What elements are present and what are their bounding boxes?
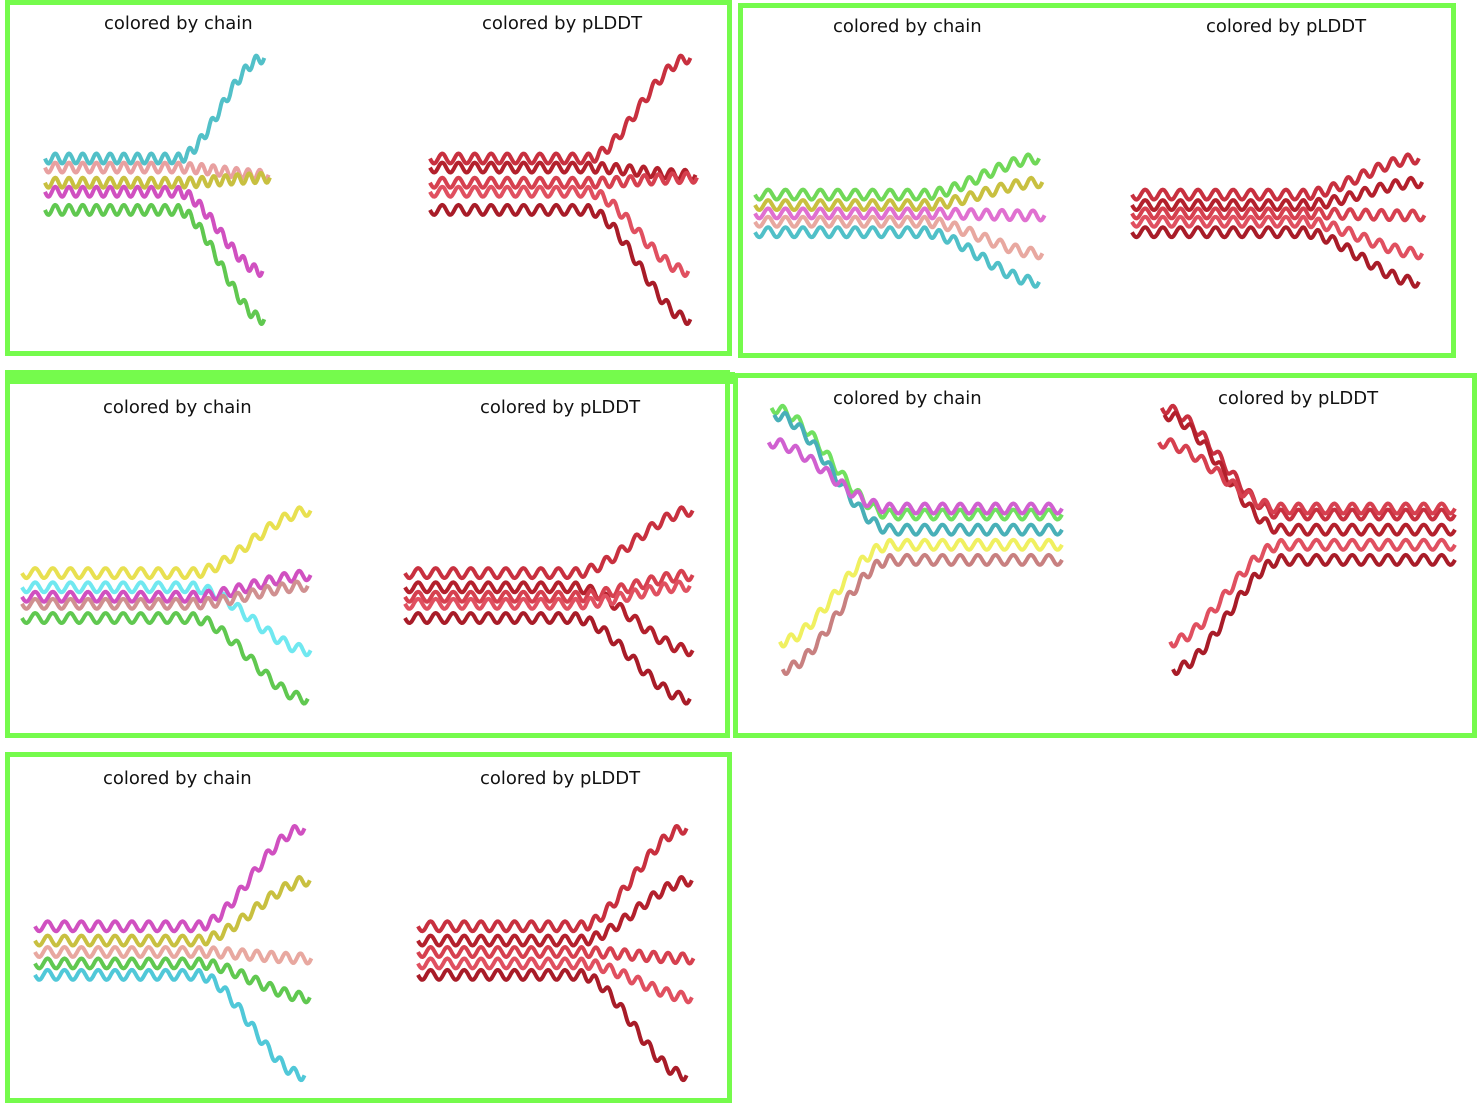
model-1-plddt-view-chain-e xyxy=(428,202,693,326)
model-4-plddt-view-chain-b xyxy=(1162,410,1457,537)
structure-frame-2 xyxy=(738,3,1456,358)
model-5-chain-view-chain-c xyxy=(33,945,314,966)
model-1-plddt-view-chain-c xyxy=(428,170,699,190)
model-5-plddt-view-chain-d xyxy=(416,956,694,1005)
structure-frame-3 xyxy=(5,370,730,738)
model-4-chain-view-chain-c xyxy=(766,437,1064,516)
model-5-chain-view-chain-b xyxy=(33,875,312,948)
model-4-plddt-view-chain-a xyxy=(1159,403,1457,522)
model-4-plddt-view-chain-e xyxy=(1171,552,1457,676)
model-4-plddt-view-chain-c xyxy=(1157,437,1457,516)
model-3-chain-view-chain-c xyxy=(20,568,313,604)
model-2-plddt-view-chain-e xyxy=(1130,225,1421,289)
panel-title-plddt-3: colored by pLDDT xyxy=(480,397,641,418)
model-3-chain-view-chain-a xyxy=(20,505,313,581)
model-4-chain-view-chain-a xyxy=(769,403,1064,522)
model-5-plddt-view-chain-a xyxy=(416,824,689,934)
model-1-chain-view-chain-d xyxy=(43,184,265,278)
panel-title-chain-5: colored by chain xyxy=(103,768,252,789)
model-1 xyxy=(43,53,699,326)
model-5-plddt-view-chain-b xyxy=(416,875,694,948)
panel-title-plddt-4: colored by pLDDT xyxy=(1218,388,1379,409)
model-5-chain-view-chain-a xyxy=(33,824,307,934)
model-4-chain-view-chain-d xyxy=(778,537,1064,649)
model-2-plddt-view-chain-a xyxy=(1130,152,1421,202)
panel-title-plddt-1: colored by pLDDT xyxy=(482,13,643,34)
model-2-plddt-view-chain-b xyxy=(1130,175,1425,212)
model-1-plddt-view-chain-a xyxy=(428,53,693,166)
model-4-plddt-view-chain-d xyxy=(1168,537,1457,649)
model-2-plddt-view-chain-d xyxy=(1130,214,1425,261)
model-3-plddt-view-chain-b xyxy=(403,580,695,658)
model-3-plddt-view-chain-d xyxy=(403,579,692,611)
model-3-plddt-view-chain-e xyxy=(403,611,692,706)
model-2-chain-view-chain-c xyxy=(753,206,1047,223)
model-1-chain-view-chain-b xyxy=(43,160,271,182)
model-2-plddt-view-chain-c xyxy=(1130,206,1427,223)
model-2-chain-view-chain-a xyxy=(753,152,1041,202)
model-1-plddt-view-chain-b xyxy=(428,160,698,182)
model-3 xyxy=(20,505,695,706)
model-3-plddt-view-chain-a xyxy=(403,505,695,581)
model-5-plddt-view-chain-c xyxy=(416,945,696,966)
panel-title-chain-4: colored by chain xyxy=(833,388,982,409)
model-1-plddt-view-chain-d xyxy=(428,184,691,278)
model-4-chain-view-chain-e xyxy=(780,552,1064,676)
model-2-chain-view-chain-b xyxy=(753,175,1045,212)
panel-title-plddt-2: colored by pLDDT xyxy=(1206,16,1367,37)
model-1-chain-view-chain-c xyxy=(43,170,272,190)
model-2 xyxy=(753,152,1427,289)
model-3-chain-view-chain-e xyxy=(20,611,310,706)
model-2-chain-view-chain-d xyxy=(753,214,1045,261)
model-3-plddt-view-chain-c xyxy=(403,568,695,604)
model-5 xyxy=(33,824,696,1083)
model-3-chain-view-chain-b xyxy=(20,580,313,658)
model-4-chain-view-chain-b xyxy=(772,410,1064,537)
model-3-chain-view-chain-d xyxy=(20,579,310,611)
model-5-plddt-view-chain-e xyxy=(416,967,689,1083)
model-1-chain-view-chain-e xyxy=(43,202,267,326)
panel-title-chain-2: colored by chain xyxy=(833,16,982,37)
panel-title-chain-1: colored by chain xyxy=(104,13,253,34)
model-5-chain-view-chain-d xyxy=(33,956,312,1005)
divider-band xyxy=(5,372,735,384)
panel-title-plddt-5: colored by pLDDT xyxy=(480,768,641,789)
model-5-chain-view-chain-e xyxy=(33,967,307,1083)
panel-title-chain-3: colored by chain xyxy=(103,397,252,418)
model-4 xyxy=(766,403,1457,676)
model-2-chain-view-chain-e xyxy=(753,225,1041,289)
model-1-chain-view-chain-a xyxy=(43,53,267,166)
